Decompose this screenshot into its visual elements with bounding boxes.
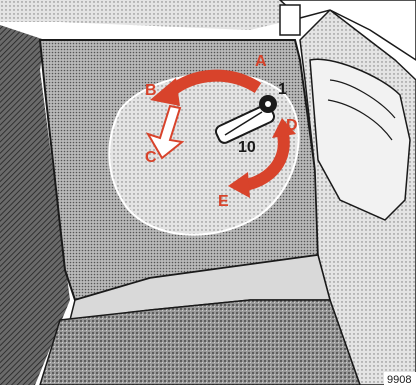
label-1: 1 — [278, 81, 287, 98]
pedal-bracket — [280, 5, 300, 35]
label-b: B — [145, 82, 157, 99]
label-a: A — [255, 53, 267, 70]
label-c: C — [145, 149, 157, 166]
label-e: E — [218, 193, 229, 210]
label-10: 10 — [238, 139, 256, 156]
label-d: D — [286, 117, 298, 134]
figure-id: 9908 — [387, 374, 411, 385]
